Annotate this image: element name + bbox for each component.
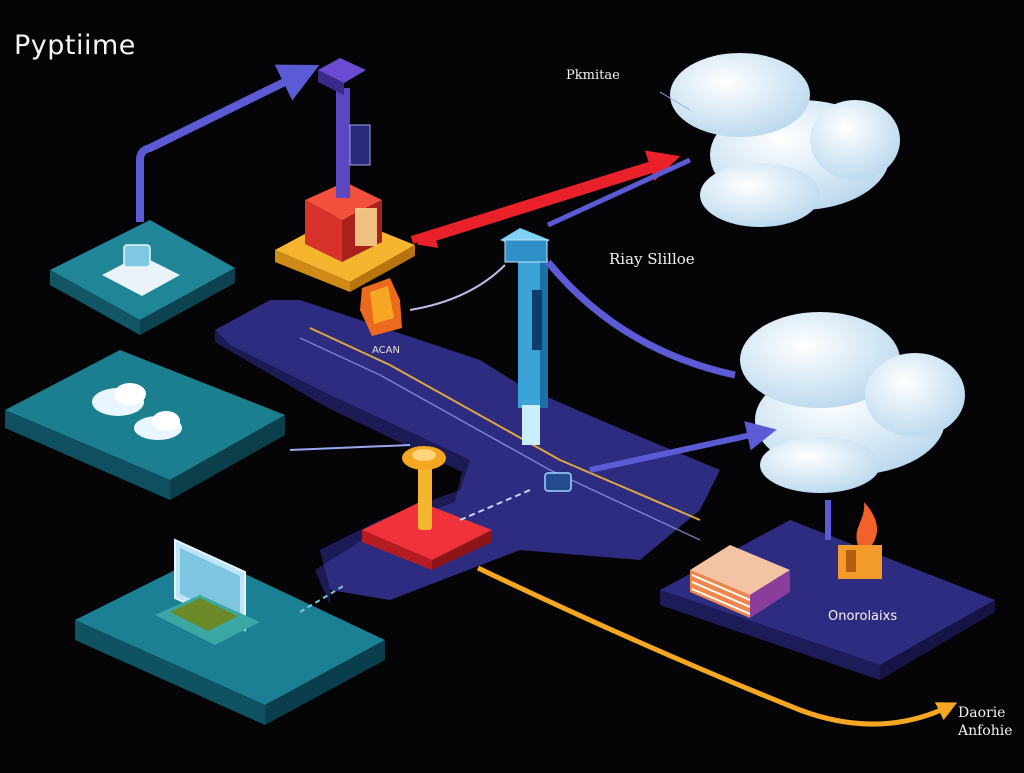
- central-platform: [215, 300, 720, 605]
- diagram-title: Pyptiime: [14, 30, 136, 61]
- cloud-platform: [5, 350, 285, 500]
- laptop-icon: [155, 538, 260, 645]
- cloud-icon: [92, 383, 182, 440]
- right-cloud: [740, 312, 965, 493]
- arrow-blue-lower: [589, 421, 777, 473]
- arrows: [136, 64, 958, 727]
- connector-bracket: [360, 278, 402, 336]
- lock-icon: [402, 446, 446, 530]
- books-icon: [690, 545, 790, 618]
- label-center-small: ACAN: [372, 345, 400, 356]
- label-bottom-line1: Daorie: [958, 705, 1006, 721]
- arrow-red-back: [416, 165, 661, 248]
- wire-3: [659, 91, 691, 111]
- dashed-link: [299, 584, 346, 613]
- laptop-platform: [75, 538, 385, 725]
- arrow-blue-to-cloud: [546, 157, 692, 228]
- database-icon: [532, 290, 542, 350]
- wire-1: [289, 444, 411, 451]
- chip-node: [544, 472, 572, 492]
- lock-node: [362, 446, 492, 570]
- fire-icon: [838, 502, 882, 579]
- label-middle-right: Riay Slilloe: [609, 250, 695, 268]
- arrow-orange: [476, 565, 958, 727]
- document-platform: [50, 220, 235, 335]
- label-platform: Onorolaixs: [828, 609, 898, 624]
- document-icon: [102, 244, 180, 296]
- arrow-blue-mid: [545, 259, 736, 379]
- arrow-red: [410, 150, 681, 244]
- top-cloud: [670, 53, 900, 227]
- label-bottom-corner: Daorie Anfohie: [958, 704, 1013, 740]
- label-top-right: Pkmitae: [566, 68, 620, 83]
- server-icon: [318, 58, 371, 198]
- storage-tower: [500, 228, 550, 445]
- server-hub: [275, 58, 415, 292]
- dashed-link-2: [459, 489, 531, 521]
- wire-2: [409, 264, 506, 311]
- arrow-blue-top: [136, 64, 320, 222]
- label-bottom-line2: Anfohie: [958, 723, 1013, 739]
